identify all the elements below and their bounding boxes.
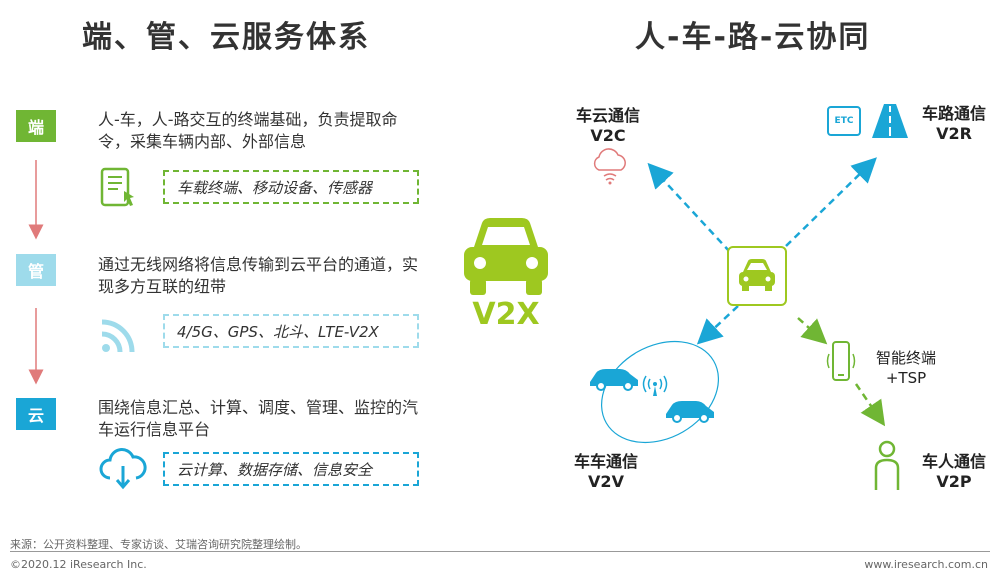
v2c-code: V2C — [590, 126, 626, 145]
v2c-name: 车云通信 — [575, 106, 640, 125]
center-car-icon — [739, 259, 775, 291]
tag-duan: 端 — [16, 110, 56, 142]
footer-divider — [10, 551, 990, 552]
cloud-signal-icon — [590, 148, 630, 192]
layer-yun-box: 云计算、数据存储、信息安全 — [163, 452, 419, 486]
v2r-name: 车路通信 — [921, 104, 986, 123]
tag-guan: 管 — [16, 254, 56, 286]
layer-guan-desc: 通过无线网络将信息传输到云平台的通道，实现多方互联的纽带 — [98, 255, 419, 296]
tablet-icon — [98, 167, 142, 213]
etc-icon: ETC — [827, 106, 861, 136]
wireless-signal-icon — [98, 312, 142, 360]
v2v-signal-icon — [640, 372, 670, 402]
v2r-code: V2R — [936, 124, 972, 143]
person-icon — [872, 440, 902, 496]
tag-yun: 云 — [16, 398, 56, 430]
center-vehicle-node — [727, 246, 787, 306]
layer-duan-box: 车载终端、移动设备、传感器 — [163, 170, 419, 204]
v2p-name: 车人通信 — [921, 452, 986, 471]
v2x-label: V2X — [472, 297, 540, 332]
source-note: 来源：公开资料整理、专家访谈、艾瑞咨询研究院整理绘制。 — [10, 538, 307, 551]
v2p-code: V2P — [936, 472, 972, 491]
v2v-car-left-icon — [586, 366, 642, 396]
left-title: 端、管、云服务体系 — [82, 20, 370, 55]
v2v-code: V2V — [588, 472, 624, 491]
cloud-download-icon — [98, 448, 148, 496]
copyright: ©2020.12 iResearch Inc. — [10, 558, 147, 571]
v2v-car-right-icon — [662, 398, 718, 428]
layer-duan-desc: 人-车，人-路交互的终端基础，负责提取命令，采集车辆内部、外部信息 — [98, 110, 398, 151]
v2v-name: 车车通信 — [573, 452, 638, 471]
road-icon — [870, 104, 910, 142]
right-title: 人-车-路-云协同 — [635, 20, 871, 55]
v2x-car-icon — [460, 215, 552, 301]
smartphone-icon — [824, 340, 858, 388]
site-url: www.iresearch.com.cn — [864, 558, 988, 571]
layer-yun-desc: 围绕信息汇总、计算、调度、管理、监控的汽车运行信息平台 — [98, 398, 419, 439]
tsp-line1: 智能终端 — [875, 349, 936, 367]
layer-guan-box: 4/5G、GPS、北斗、LTE-V2X — [163, 314, 419, 348]
tsp-label: 智能终端 +TSP — [866, 348, 946, 388]
tsp-line2: +TSP — [885, 369, 927, 387]
